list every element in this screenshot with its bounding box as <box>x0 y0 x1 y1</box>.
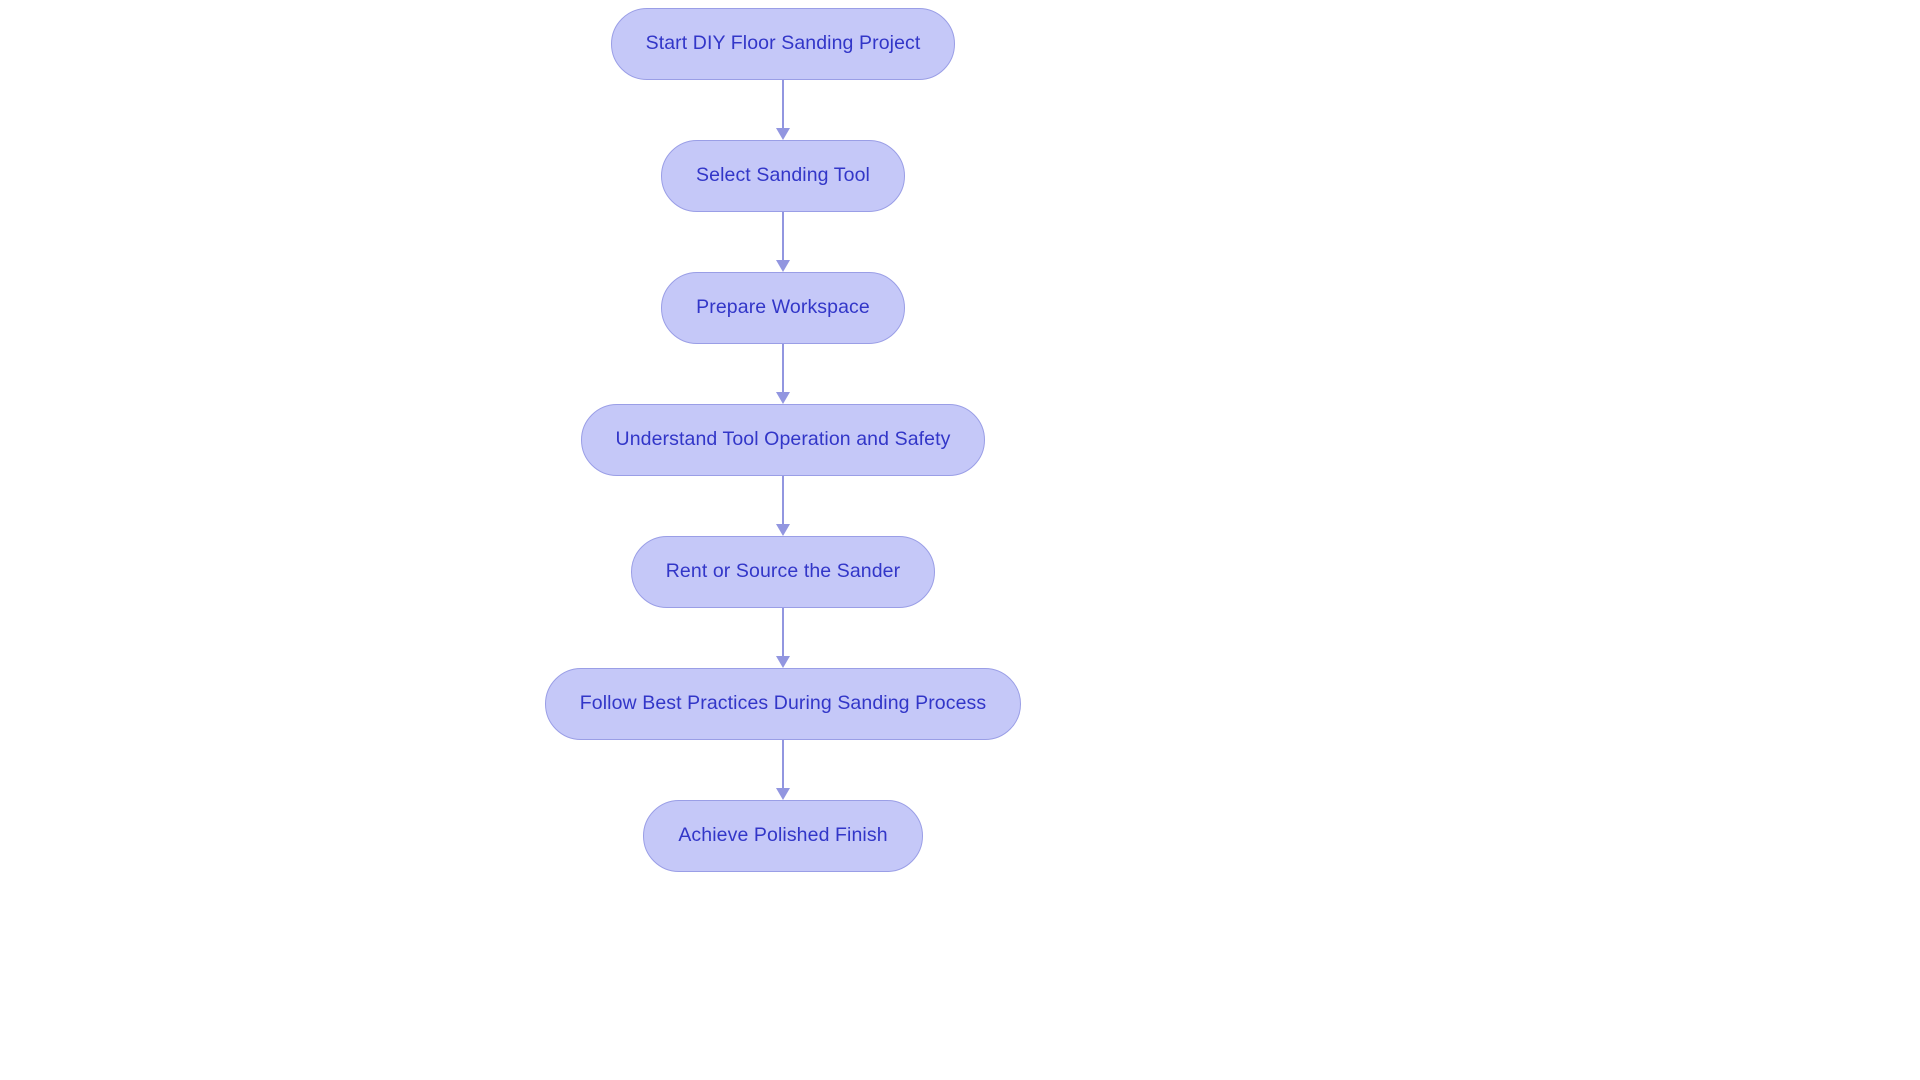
flowchart-node-label: Follow Best Practices During Sanding Pro… <box>579 692 987 715</box>
arrow-down-icon <box>776 392 790 404</box>
connector-line <box>782 80 784 129</box>
flowchart-node-achieve-polished-finish[interactable]: Achieve Polished Finish <box>643 800 923 872</box>
flowchart-node-label: Prepare Workspace <box>696 296 870 319</box>
connector-line <box>782 212 784 261</box>
flowchart-node-label: Rent or Source the Sander <box>665 560 901 583</box>
connector-line <box>782 476 784 525</box>
flowchart-node-label: Achieve Polished Finish <box>678 824 888 847</box>
connector-line <box>782 608 784 657</box>
flowchart-node-start-diy-floor-sanding-project[interactable]: Start DIY Floor Sanding Project <box>610 8 956 80</box>
flowchart-connector-n1-n2 <box>776 80 790 140</box>
arrow-down-icon <box>776 656 790 668</box>
flowchart-connector-n3-n4 <box>776 344 790 404</box>
flowchart-connector-n2-n3 <box>776 212 790 272</box>
flowchart-node-label: Start DIY Floor Sanding Project <box>645 32 921 55</box>
arrow-down-icon <box>776 128 790 140</box>
flowchart-node-label: Understand Tool Operation and Safety <box>615 428 951 451</box>
connector-line <box>782 740 784 789</box>
flowchart-node-rent-or-source-the-sander[interactable]: Rent or Source the Sander <box>630 536 936 608</box>
flowchart-connector-n4-n5 <box>776 476 790 536</box>
arrow-down-icon <box>776 524 790 536</box>
flowchart-connector-n6-n7 <box>776 740 790 800</box>
flowchart-node-select-sanding-tool[interactable]: Select Sanding Tool <box>661 140 905 212</box>
flowchart-node-chain: Start DIY Floor Sanding Project Select S… <box>544 8 1022 872</box>
flowchart-node-follow-best-practices-during-sanding-process[interactable]: Follow Best Practices During Sanding Pro… <box>544 668 1022 740</box>
flowchart-node-prepare-workspace[interactable]: Prepare Workspace <box>661 272 905 344</box>
arrow-down-icon <box>776 260 790 272</box>
arrow-down-icon <box>776 788 790 800</box>
flowchart-node-label: Select Sanding Tool <box>696 164 870 187</box>
flowchart-node-understand-tool-operation-and-safety[interactable]: Understand Tool Operation and Safety <box>580 404 986 476</box>
connector-line <box>782 344 784 393</box>
flowchart-connector-n5-n6 <box>776 608 790 668</box>
